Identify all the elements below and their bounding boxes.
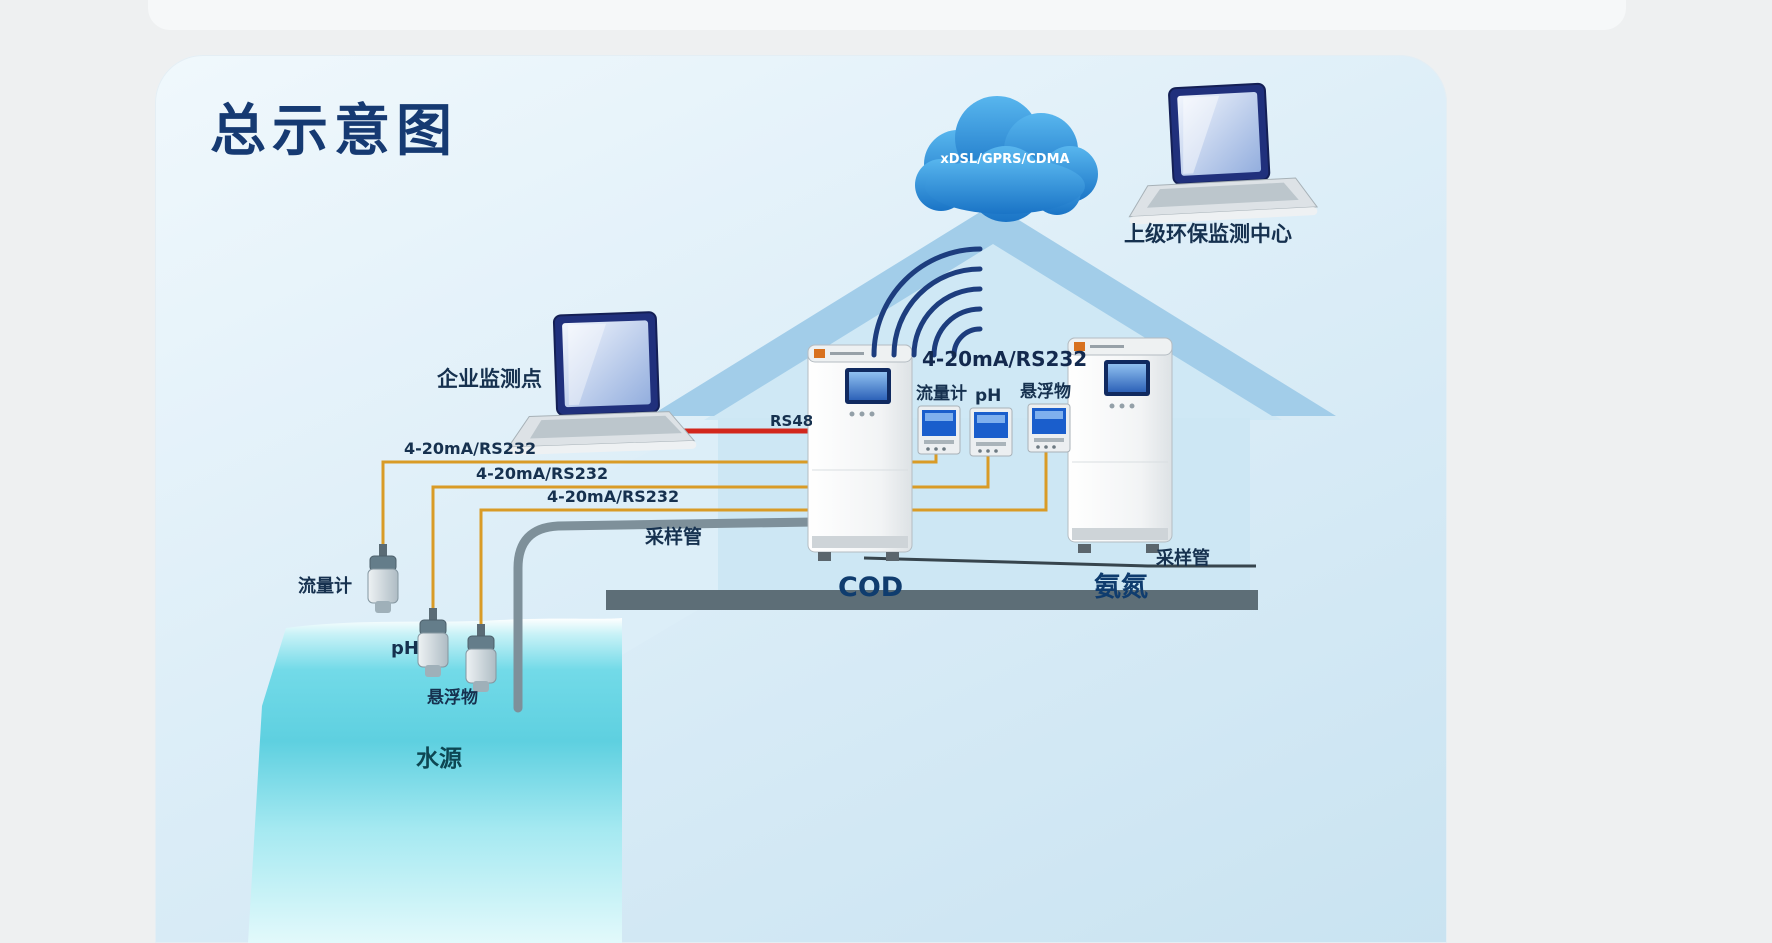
monitor-group-label: 4-20mA/RS232 [922, 347, 1088, 371]
ammonia-analyzer-label: 氨氮 [1094, 572, 1148, 603]
cod-analyzer-label: COD [838, 572, 904, 603]
network-cloud-icon [915, 96, 1098, 222]
signal-line-ph [431, 454, 990, 612]
signal-line-ss-label: 4-20mA/RS232 [547, 487, 680, 506]
monitor-ph-label: pH [975, 386, 1002, 406]
cod-analyzer-cabinet [807, 344, 913, 561]
cloud-label: xDSL/GPRS/CDMA [940, 152, 1070, 167]
suspended-solids-monitor-unit [1027, 403, 1071, 453]
sensor-ss-label: 悬浮物 [427, 688, 478, 708]
sampling-pipe-left-label: 采样管 [645, 526, 703, 548]
sensor-flow-label: 流量计 [298, 576, 352, 597]
sampling-pipe-right-label: 采样管 [1156, 548, 1210, 569]
monitor-ss-label: 悬浮物 [1020, 382, 1071, 402]
signal-lines [381, 450, 1048, 628]
sensor-ph-label: pH [391, 638, 419, 659]
enterprise-point-label: 企业监测点 [437, 367, 542, 391]
signal-line-ph-label: 4-20mA/RS232 [476, 464, 609, 483]
water-source-label: 水源 [416, 746, 462, 772]
ammonia-analyzer-cabinet [1067, 337, 1173, 553]
signal-line-ss [479, 450, 1048, 628]
sampling-pipe-left [513, 517, 819, 713]
monitor-flow-label: 流量计 [916, 384, 967, 404]
enterprise-laptop-icon [507, 311, 697, 456]
rs485-label: RS485 [770, 413, 812, 430]
sampling-pipe-right [863, 556, 1256, 568]
ph-monitor-unit [969, 407, 1013, 457]
flow-monitor-unit [917, 405, 961, 455]
flow-meter-sensor [367, 544, 399, 613]
platform-edge [606, 590, 1258, 610]
page-title: 总示意图 [210, 99, 458, 164]
ph-sensor [417, 608, 449, 677]
remote-center-laptop-icon [1128, 82, 1319, 225]
wireless-signal-icon [871, 246, 983, 358]
top-strip [148, 0, 1626, 30]
remote-center-label: 上级环保监测中心 [1124, 222, 1292, 246]
suspended-solids-sensor [465, 624, 497, 692]
signal-line-flow [381, 452, 938, 548]
water-body [248, 618, 622, 943]
signal-line-flow-label: 4-20mA/RS232 [404, 439, 537, 458]
